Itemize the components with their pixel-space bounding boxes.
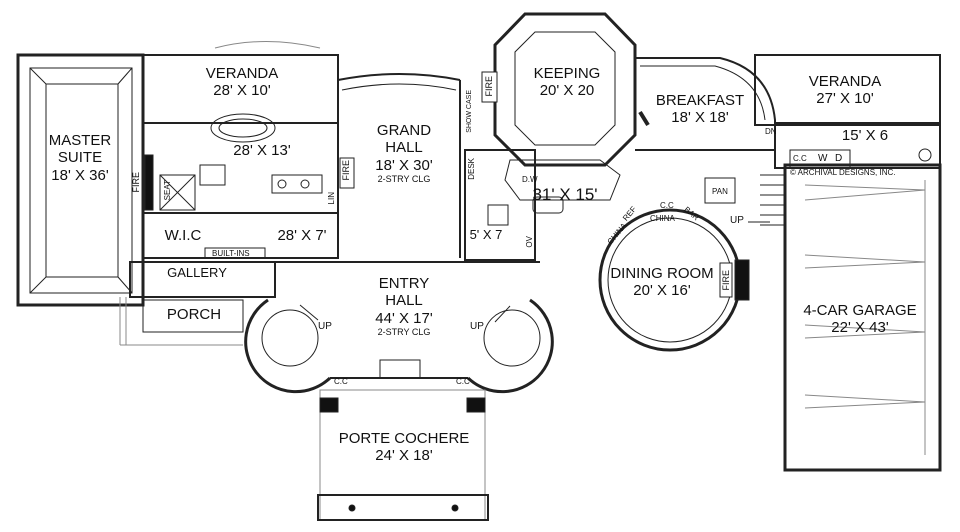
dn-label: DN xyxy=(765,127,777,136)
gallery-walls xyxy=(119,261,276,346)
kitchen-size: 31' X 15' xyxy=(532,185,598,204)
master-bath-walls xyxy=(142,113,339,214)
w-label: W xyxy=(818,153,828,164)
fire-master-label: FIRE xyxy=(131,172,141,193)
master-bath-size: 28' X 13' xyxy=(233,142,291,159)
veranda-right-walls xyxy=(754,54,941,169)
porte-cochere-walls xyxy=(317,389,489,521)
d-label: D xyxy=(835,153,843,164)
entry-hall-walls xyxy=(244,261,554,394)
grand-hall-walls xyxy=(337,73,461,258)
gallery-label: GALLERY xyxy=(167,265,227,280)
veranda-left-label: VERANDA 28' X 10' xyxy=(205,65,279,100)
seat-label: SEAT xyxy=(163,180,172,201)
porte-cochere-label: PORTE COCHERE 24' X 18' xyxy=(338,430,470,465)
keeping-walls xyxy=(481,12,637,167)
mudroom-size: 15' X 6 xyxy=(841,127,889,144)
lin-label: LIN xyxy=(327,192,336,205)
copyright-text: © ARCHIVAL DESIGNS, INC. xyxy=(790,168,896,177)
cc-kitchen-label: C.C xyxy=(660,201,674,210)
ov-label: OV xyxy=(525,236,534,248)
cc-mud-label: C.C xyxy=(793,154,807,163)
built-ins-label: BUILT-INS xyxy=(212,249,250,258)
pantry-size: 5' X 7 xyxy=(469,227,503,242)
dw-label: D.W xyxy=(522,175,538,184)
fire-hall-label: FIRE xyxy=(341,160,351,181)
grand-hall-label: GRAND HALL 18' X 30' 2-STRY CLG xyxy=(375,122,433,184)
wic-name: W.I.C xyxy=(164,227,202,244)
cc-left-label: C.C xyxy=(334,377,348,386)
stair-arrows xyxy=(299,221,770,323)
dining-walls xyxy=(598,208,750,352)
keeping-label: KEEPING 20' X 20 xyxy=(533,65,601,100)
garage-walls xyxy=(760,163,942,472)
breakfast-walls xyxy=(635,57,776,204)
pan-label: PAN xyxy=(712,187,728,196)
entry-hall-label: ENTRY HALL 44' X 17' 2-STRY CLG xyxy=(375,275,433,337)
show-case-label: SHOW CASE xyxy=(466,90,473,133)
porch-label: PORCH xyxy=(166,306,222,323)
garage-label: 4-CAR GARAGE 22' X 43' xyxy=(803,302,917,337)
breakfast-label: BREAKFAST 18' X 18' xyxy=(655,92,745,127)
up-stair-left-label: UP xyxy=(318,321,332,332)
up-garage-label: UP xyxy=(730,215,744,226)
veranda-right-label: VERANDA 27' X 10' xyxy=(808,73,882,108)
wic-size: 28' X 7' xyxy=(277,227,327,244)
up-stair-right-label: UP xyxy=(470,321,484,332)
cc-right-label: C.C xyxy=(456,377,470,386)
china-2-label: CHINA xyxy=(650,214,675,223)
fire-keeping-label: FIRE xyxy=(484,76,494,97)
fire-dining-label: FIRE xyxy=(721,270,731,291)
master-suite-label: MASTER SUITE 18' X 36' xyxy=(48,132,112,184)
kitchen-walls xyxy=(464,149,621,261)
desk-label: DESK xyxy=(467,158,476,180)
dining-room-label: DINING ROOM 20' X 16' xyxy=(610,265,714,300)
